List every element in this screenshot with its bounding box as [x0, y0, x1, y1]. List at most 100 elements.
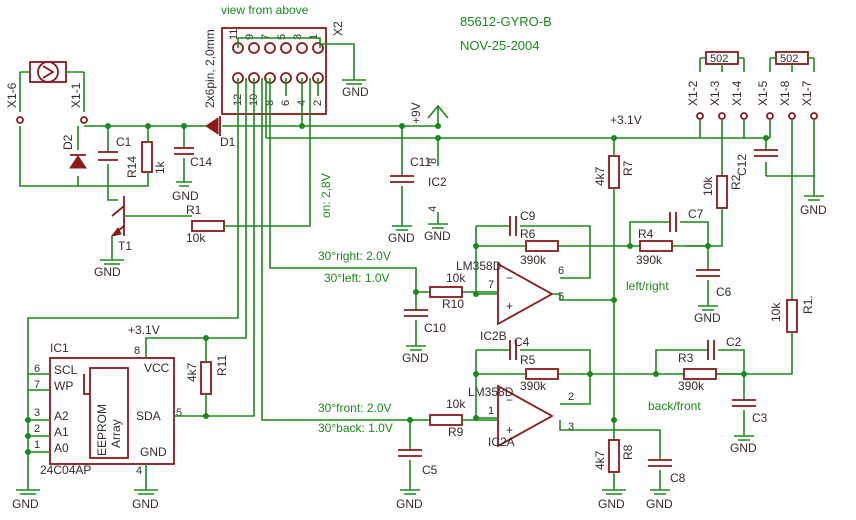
ic2b-minus: −	[506, 271, 513, 285]
annotation-front: 30°front: 2.0V	[318, 401, 392, 415]
ic1-pin-4: 4	[136, 465, 142, 477]
x2-pin-6: 6	[280, 100, 292, 106]
c5-label: C5	[422, 463, 438, 477]
terminal-x1-8: X1-8	[778, 80, 792, 106]
terminal-x1-1: X1-1	[69, 82, 83, 108]
pot-left-value: 502	[710, 53, 728, 65]
annotation-right: 30°right: 2.0V	[318, 249, 391, 263]
r1x-value: 10k	[769, 302, 783, 322]
ic2b-label: IC2B	[480, 329, 507, 343]
annotation-on: on: 2,8V	[319, 173, 333, 218]
r1-value: 10k	[186, 231, 206, 245]
schematic-title: 85612-GYRO-B	[460, 14, 552, 29]
r9-value: 10k	[446, 397, 466, 411]
r3-value: 390k	[678, 379, 705, 393]
r9-label: R9	[448, 425, 464, 439]
ic1-vcc: VCC	[144, 361, 170, 375]
gnd-label-x2: GND	[342, 85, 369, 99]
ic2a-label: IC2A	[488, 435, 515, 449]
schematic-date: NOV-25-2004	[460, 38, 540, 53]
gnd-label-c8: GND	[646, 497, 673, 511]
r4-label: R4	[638, 227, 654, 241]
pot-left: 502	[699, 51, 745, 72]
ic2-label: IC2	[428, 175, 447, 189]
r10-value: 10k	[446, 271, 466, 285]
gnd-label-c3: GND	[730, 441, 757, 455]
view-note: view from above	[221, 3, 309, 17]
ic2b-pin-6: 6	[558, 265, 564, 277]
r2-label: R2	[729, 174, 743, 190]
ic1-a2: A2	[54, 409, 69, 423]
r11-label: R11	[215, 355, 229, 376]
x2-pin-7: 7	[260, 34, 272, 40]
gnd-label-c11: GND	[388, 231, 415, 245]
gnd-label-c10: GND	[402, 351, 429, 365]
r6-value: 390k	[520, 253, 547, 267]
ic2b-pin-5: 5	[558, 291, 564, 303]
r14-label: R14	[125, 156, 139, 178]
ic2-pin-4: 4	[427, 206, 439, 212]
x2-type-label: 2x6pin, 2,0mm	[203, 29, 217, 108]
r2-value: 10k	[701, 176, 715, 196]
motor-symbol	[29, 61, 67, 83]
x2-pin-9: 9	[244, 34, 256, 40]
r1x-label: R1.	[801, 295, 815, 314]
t1-label: T1	[118, 239, 132, 253]
gnd-label-c6: GND	[694, 311, 721, 325]
c8-label: C8	[670, 471, 686, 485]
c2-label: C2	[726, 335, 742, 349]
r8-value: 4k7	[593, 450, 607, 470]
gnd-label-t1: GND	[94, 265, 121, 279]
d1-label: D1	[220, 135, 236, 149]
c1-label: C1	[116, 135, 132, 149]
r7-label: R7	[621, 160, 635, 176]
gnd-label-ic2: GND	[424, 229, 451, 243]
r11-value: 4k7	[185, 362, 199, 382]
r4-value: 390k	[636, 253, 663, 267]
lm358d-a-label: LM358D	[468, 385, 514, 399]
x2-label: X2	[331, 21, 345, 36]
x2-pin-3: 3	[292, 34, 304, 40]
ic2b-pin-7: 7	[488, 279, 494, 291]
r3-label: R3	[678, 351, 694, 365]
c12-label: C12	[735, 154, 749, 176]
x2-pin-1: 1	[308, 34, 320, 40]
c11-label: C11	[410, 155, 431, 169]
ic1-eeprom-label: EEPROM	[95, 404, 109, 456]
ic1-part: 24C04AP	[40, 463, 91, 477]
ic1-gnd: GND	[140, 445, 167, 459]
c3-label: C3	[752, 411, 768, 425]
x2-pin-11: 11	[228, 29, 240, 40]
c9-label: C9	[520, 209, 536, 223]
annotation-left-right: left/right	[626, 279, 669, 293]
ic1-pin-5: 5	[176, 407, 182, 419]
ic1-pin-2: 2	[34, 423, 40, 435]
r6-label: R6	[520, 227, 536, 241]
r5-label: R5	[520, 353, 536, 367]
ic1-scl: SCL	[54, 363, 78, 377]
terminal-x1-2: X1-2	[686, 80, 700, 106]
x2-pin-5: 5	[276, 34, 288, 40]
ic2b-plus: +	[506, 299, 513, 313]
ic2a-minus: −	[506, 393, 513, 407]
terminal-x1-7: X1-7	[800, 80, 814, 106]
gnd-label-c5: GND	[396, 497, 423, 511]
d2-label: D2	[61, 134, 75, 150]
terminal-x1-4: X1-4	[730, 80, 744, 106]
supply-3v1-label: +3.1V	[610, 113, 642, 127]
ic1-sda: SDA	[136, 409, 161, 423]
gnd-label-ic1-left: GND	[12, 497, 39, 511]
c7-label: C7	[688, 207, 704, 221]
terminal-x1-5: X1-5	[756, 80, 770, 106]
pot-right-value: 502	[780, 53, 798, 65]
gnd-label-c14: GND	[172, 189, 199, 203]
ic1-pin-1: 1	[34, 439, 40, 451]
r7-value: 4k7	[593, 166, 607, 186]
ic2a-pin-2: 2	[568, 391, 574, 403]
gnd-label-c12: GND	[800, 203, 827, 217]
ic2-pin-8: 8	[427, 158, 439, 164]
ic2a-plus: +	[506, 423, 513, 437]
r14-value: 1k	[153, 160, 167, 174]
ic1-body	[49, 357, 175, 465]
